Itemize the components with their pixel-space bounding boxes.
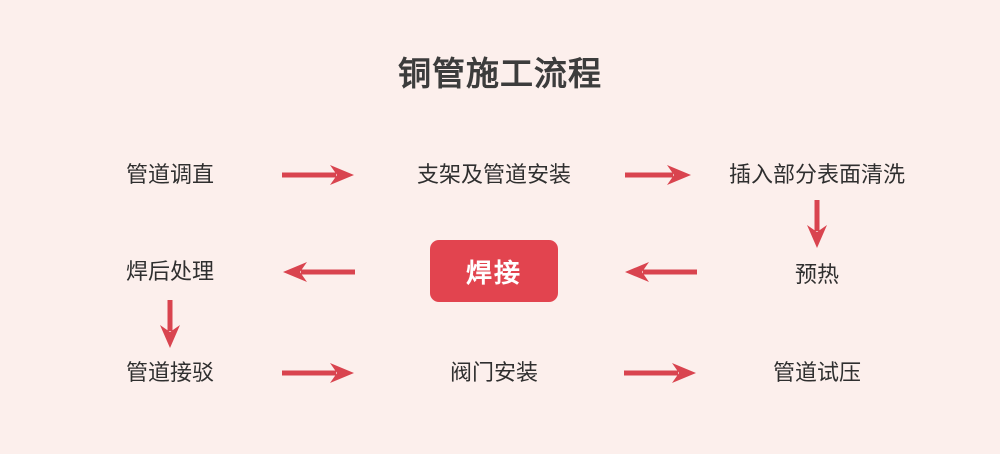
flow-node-post-weld-treatment[interactable]: 焊后处理 [125, 259, 215, 284]
flow-node-pipe-straightening[interactable]: 管道调直 [125, 162, 215, 187]
arrow-left-n5-n6 [281, 260, 357, 284]
flow-node-preheat[interactable]: 预热 [794, 262, 840, 287]
arrow-left-n4-n5 [623, 260, 699, 284]
arrow-right-n8-n9 [622, 361, 698, 385]
arrow-down-n3-n4 [805, 199, 829, 249]
flow-node-bracket-pipe-installation[interactable]: 支架及管道安装 [416, 162, 572, 187]
page-title: 铜管施工流程 [398, 55, 602, 92]
arrow-right-n7-n8 [280, 361, 356, 385]
arrow-down-n6-n7 [158, 299, 182, 349]
flow-node-pipe-connection[interactable]: 管道接驳 [125, 360, 215, 385]
flow-node-pipe-pressure-test[interactable]: 管道试压 [772, 360, 862, 385]
flow-node-welding-highlight[interactable]: 焊接 [430, 240, 558, 302]
flow-node-valve-installation[interactable]: 阀门安装 [449, 360, 539, 385]
arrow-right-n2-n3 [623, 163, 693, 187]
flow-node-insert-surface-cleaning[interactable]: 插入部分表面清洗 [728, 162, 906, 187]
flow-node-welding-label: 焊接 [465, 257, 522, 288]
arrow-right-n1-n2 [280, 163, 356, 187]
